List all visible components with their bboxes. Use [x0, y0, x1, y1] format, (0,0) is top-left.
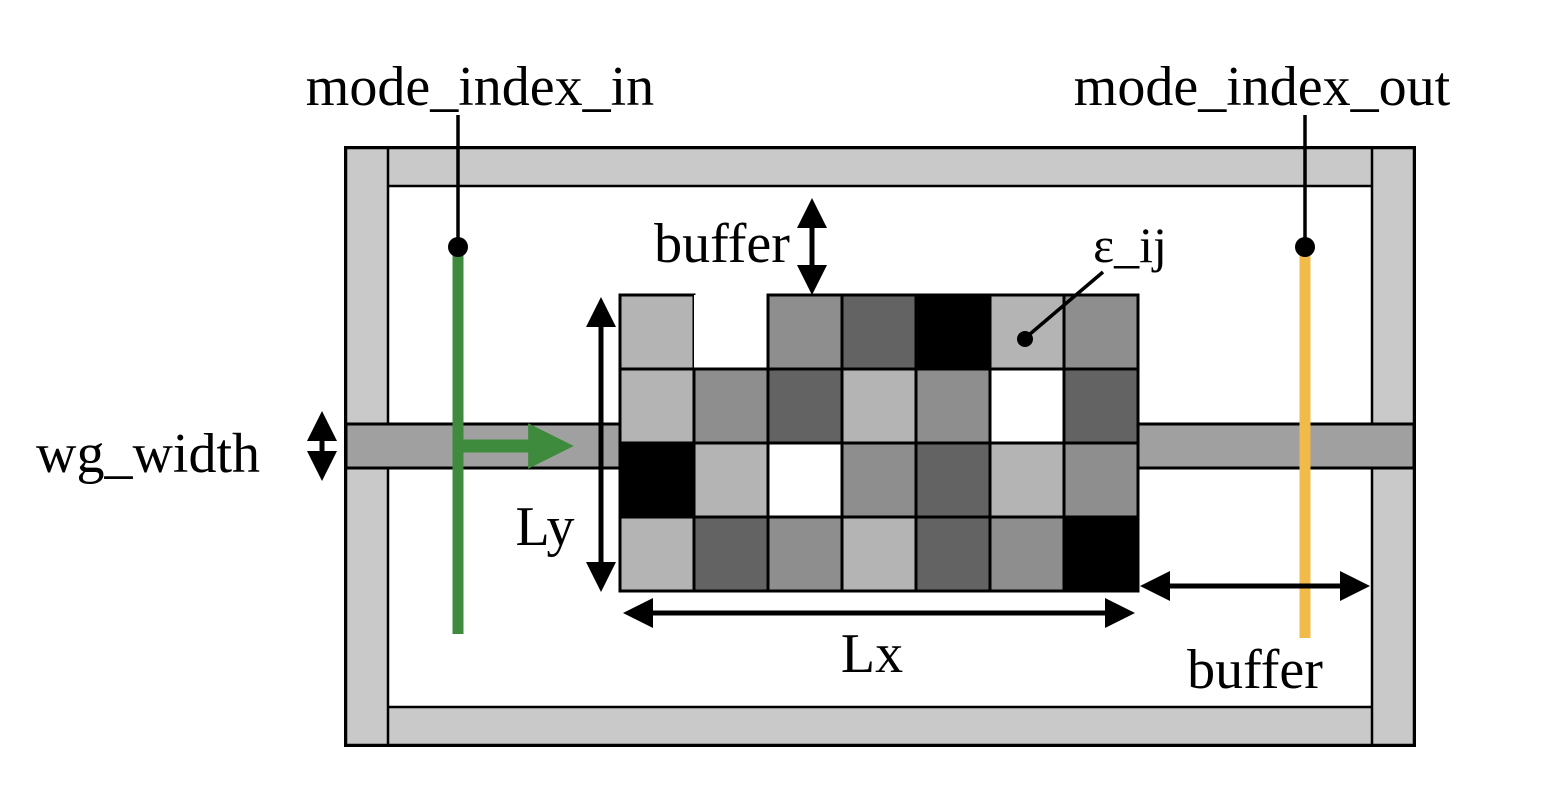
wg-width-label: wg_width [36, 423, 260, 485]
mode-index-in-label: mode_index_in [306, 56, 654, 118]
epsilon-cell-2-5 [988, 441, 1066, 519]
epsilon-cell-3-1 [692, 515, 770, 593]
lx-label: Lx [841, 623, 903, 685]
mode-in-callout-dot [448, 237, 468, 257]
boundary-bar-bottom [344, 705, 1416, 747]
epsilon-cell-1-4 [914, 367, 992, 445]
epsilon-cell-2-6 [1062, 441, 1140, 519]
epsilon-cell-3-2 [766, 515, 844, 593]
epsilon-cell-0-0 [618, 293, 696, 371]
epsilon-cell-0-6 [1062, 293, 1140, 371]
epsilon-cell-1-2 [766, 367, 844, 445]
epsilon-cell-0-3 [840, 293, 918, 371]
ly-label: Ly [515, 496, 574, 558]
waveguide-output [1135, 422, 1416, 470]
boundary-bar-top [344, 146, 1416, 188]
epsilon-cell-1-1 [692, 367, 770, 445]
epsilon-label: ε_ij [1093, 217, 1167, 273]
epsilon-callout-dot [1017, 331, 1033, 347]
mode-out-callout-dot [1295, 237, 1315, 257]
design-region-grid [618, 293, 1140, 593]
epsilon-cell-3-3 [840, 515, 918, 593]
mode-index-out-label: mode_index_out [1074, 56, 1451, 118]
epsilon-cell-0-2 [766, 293, 844, 371]
epsilon-cell-3-4 [914, 515, 992, 593]
epsilon-cell-0-4 [914, 293, 992, 371]
epsilon-callout-line [1028, 270, 1105, 336]
epsilon-cell-1-5 [988, 367, 1066, 445]
buffer-top-label: buffer [654, 213, 790, 275]
epsilon-cell-3-6 [1062, 515, 1140, 593]
epsilon-cell-1-3 [840, 367, 918, 445]
epsilon-cell-1-0 [618, 367, 696, 445]
epsilon-cell-2-2 [766, 441, 844, 519]
epsilon-cell-3-0 [618, 515, 696, 593]
epsilon-cell-2-4 [914, 441, 992, 519]
epsilon-cell-3-5 [988, 515, 1066, 593]
epsilon-cell-0-1 [694, 295, 768, 369]
buffer-right-label: buffer [1187, 639, 1323, 701]
epsilon-cell-1-6 [1062, 367, 1140, 445]
epsilon-cell-2-1 [692, 441, 770, 519]
epsilon-cell-2-0 [618, 441, 696, 519]
epsilon-cell-2-3 [840, 441, 918, 519]
